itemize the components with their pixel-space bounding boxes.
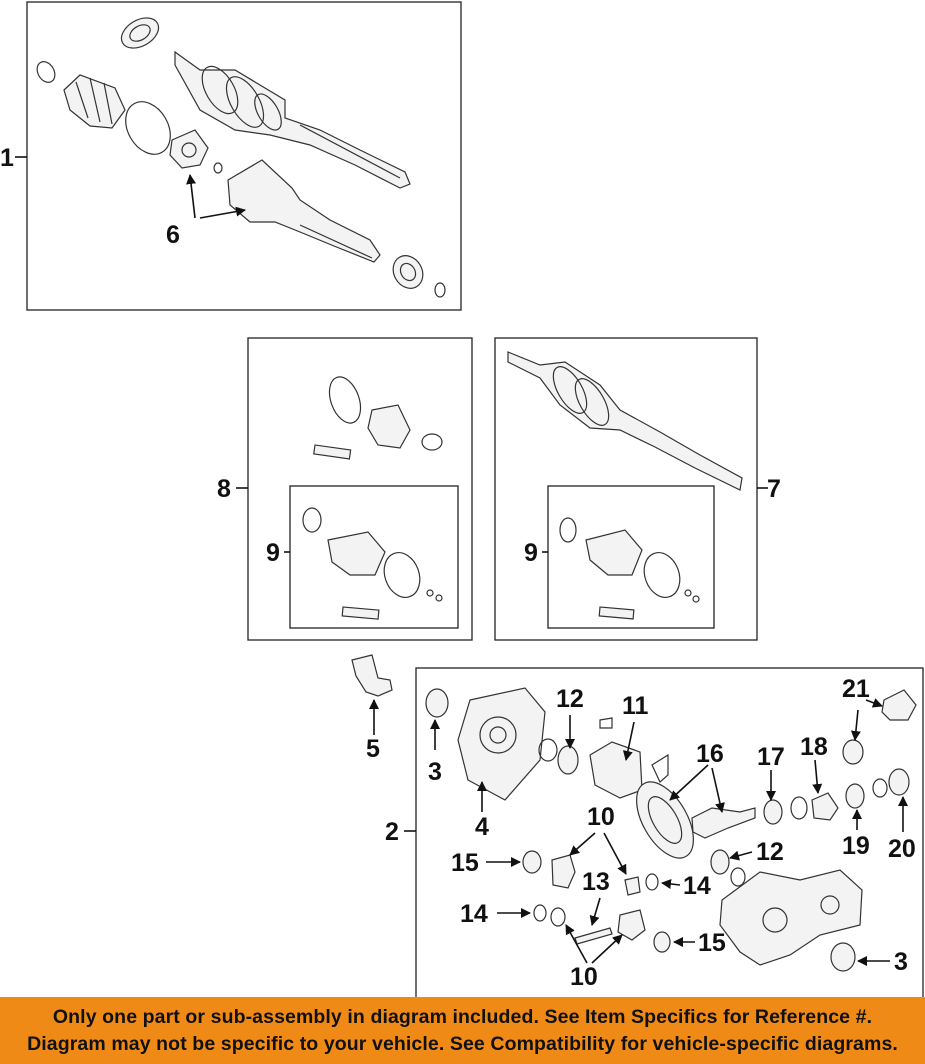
callout-8: 8 [217,475,231,503]
cv-boot [585,529,643,576]
speed-sensor-rotor [651,753,669,783]
grease-tube [341,606,380,620]
callout-17: 17 [757,743,785,771]
boot-clamp [125,101,171,155]
cv-boot [367,404,411,449]
exploded-parts-diagram: 1 6 8 9 7 9 5 2 3 4 12 11 16 17 18 21 19… [0,1,924,997]
snap-ring [213,162,223,174]
clamp-ring [559,517,577,543]
side-gear [551,854,576,889]
callout-12: 12 [556,685,584,713]
clamp-ring [36,61,56,83]
grease-tube [313,444,352,460]
shaft-bearing [392,255,424,289]
differential-panel [404,667,924,997]
drive-shaft [507,351,743,491]
boot-clamp [328,376,362,424]
callout-7: 7 [767,475,781,503]
seal-ring [120,17,160,49]
pinion-seal [888,768,910,796]
tapered-bearing [557,745,579,775]
clamp-ring [421,433,443,451]
thrust-washer [538,738,558,762]
inboard-boot-kit-panel [236,337,473,641]
oil-seal [425,688,449,718]
disclaimer-banner: Only one part or sub-assembly in diagram… [0,997,925,1064]
callout-13: 13 [582,868,610,896]
callout-5: 5 [366,735,380,763]
pinion-gear [624,876,641,896]
collapsible-spacer [811,792,839,821]
callout-10: 10 [570,963,598,991]
callout-9: 9 [524,539,538,567]
axle-assembly-panel [15,1,462,311]
pinion-bearing [763,799,783,825]
callout-4: 4 [475,813,489,841]
callout-14: 14 [683,872,711,900]
callout-20: 20 [888,835,916,863]
companion-flange-nut [842,739,864,765]
tripod-joint [169,129,209,169]
disclaimer-line-1: Only one part or sub-assembly in diagram… [52,1005,873,1028]
grease-tube [598,606,635,620]
boot-clamp [383,552,421,598]
callout-19: 19 [842,832,870,860]
callout-11: 11 [622,692,649,720]
callout-14: 14 [460,900,488,928]
disclaimer-line-2: Diagram may not be specific to your vehi… [27,1032,898,1055]
boot-clamp [643,552,681,598]
outboard-shaft-panel [494,337,768,641]
callout-16: 16 [696,740,724,768]
drive-shaft [174,50,411,189]
callout-12: 12 [756,838,784,866]
callout-21: 21 [842,675,870,703]
cv-boot [63,74,126,129]
callout-labels: 1 6 8 9 7 9 5 2 3 4 12 11 16 17 18 21 19… [0,144,916,991]
oil-seal [830,942,856,972]
callout-18: 18 [800,733,828,761]
dust-seal-part [351,654,393,735]
boot-kit-subbox [547,485,715,629]
callout-15: 15 [451,849,479,877]
ring-and-pinion [636,781,756,859]
differential-carrier [719,869,863,966]
case-cover [457,687,546,801]
callout-15: 15 [698,929,726,957]
cv-boot [327,531,386,576]
differential-case [589,741,643,799]
callout-2: 2 [385,818,399,846]
boot-kit-subbox [289,485,459,629]
callout-10: 10 [587,803,615,831]
callout-3: 3 [894,948,908,976]
callout-1: 1 [0,144,14,172]
pinion-bearing-outer [845,783,865,809]
callout-9: 9 [266,539,280,567]
clamp-ring [302,507,322,533]
inner-joint-housing [227,159,381,263]
companion-flange [881,689,917,721]
side-gear-washer [522,850,542,874]
pinion-shaft [574,927,613,945]
retaining-ring [434,282,446,298]
callout-3: 3 [428,758,442,786]
callout-6: 6 [166,221,180,249]
